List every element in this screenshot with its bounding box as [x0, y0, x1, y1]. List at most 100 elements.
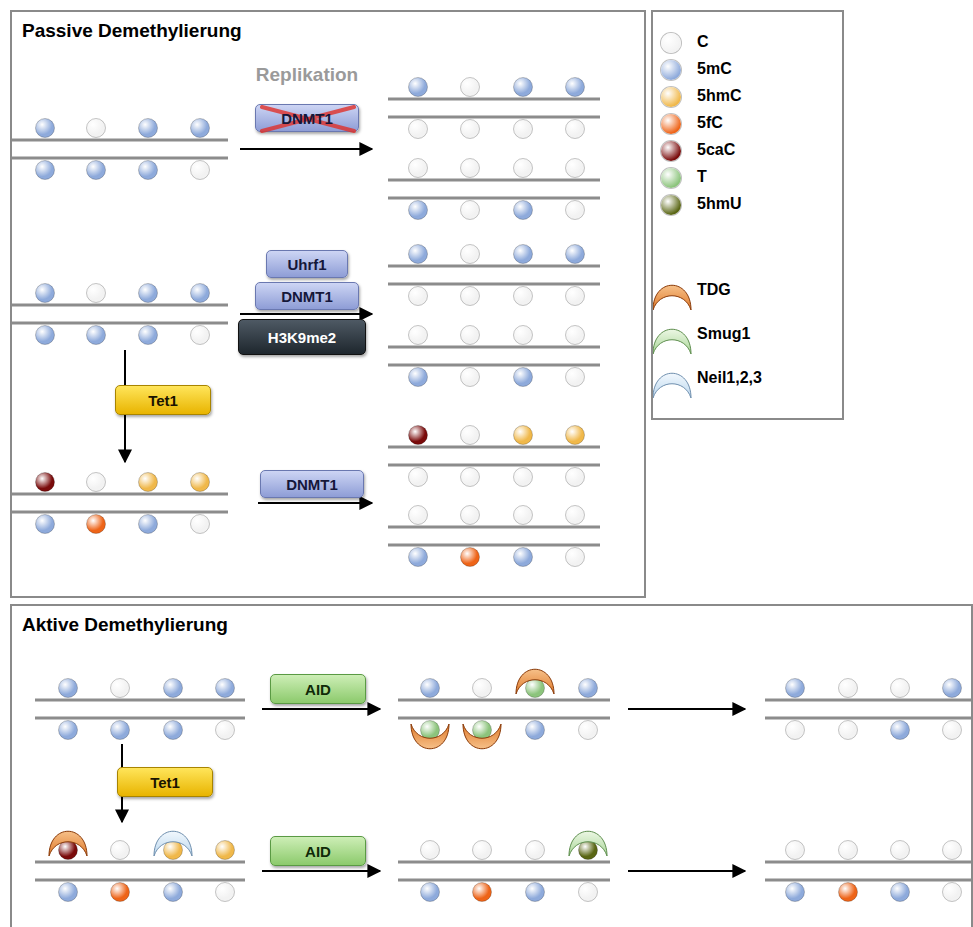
- dna-duplex: [12, 119, 228, 180]
- nucleotide-bead: [526, 721, 545, 740]
- nucleotide-bead: [409, 120, 428, 139]
- passive-panel: Passive DemethylierungDNMT1Uhrf1DNMT1H3K…: [10, 10, 646, 598]
- enzyme-cap: [463, 724, 501, 749]
- nucleotide-bead: [579, 721, 598, 740]
- nucleotide-bead: [514, 506, 533, 525]
- dna-strand: [388, 526, 600, 529]
- nucleotide-bead: [514, 287, 533, 306]
- enzyme-label: AID: [305, 843, 331, 860]
- nucleotide-bead: [139, 119, 158, 138]
- dna-duplex: [398, 669, 610, 749]
- nucleotide-bead: [891, 679, 910, 698]
- dna-strand: [398, 879, 610, 882]
- nucleotide-bead: [409, 201, 428, 220]
- dna-strand: [398, 717, 610, 720]
- nucleotide-bead: [111, 883, 130, 902]
- nucleotide-bead: [514, 120, 533, 139]
- nucleotide-bead: [566, 78, 585, 97]
- legend-text: Neil1,2,3: [697, 369, 762, 387]
- dna-strand: [765, 699, 973, 702]
- nucleotide-bead: [409, 287, 428, 306]
- legend-entry: Smug1: [653, 320, 842, 350]
- legend-swatch: [661, 33, 681, 53]
- nucleotide-bead: [514, 159, 533, 178]
- enzyme-box: AID: [270, 674, 366, 704]
- nucleotide-bead: [36, 326, 55, 345]
- dna-strand: [12, 157, 228, 160]
- nucleotide-bead: [461, 368, 480, 387]
- dna-strand: [765, 879, 973, 882]
- nucleotide-bead: [164, 883, 183, 902]
- enzyme-label: Tet1: [148, 392, 178, 409]
- dna-strand: [12, 139, 228, 142]
- panel-title: Passive Demethylierung: [22, 20, 242, 42]
- legend-entry: 5fC: [653, 109, 842, 139]
- nucleotide-bead: [87, 161, 106, 180]
- panel-title: Aktive Demethylierung: [22, 614, 228, 636]
- nucleotide-bead: [473, 679, 492, 698]
- nucleotide-bead: [409, 548, 428, 567]
- nucleotide-bead: [409, 468, 428, 487]
- nucleotide-bead: [191, 161, 210, 180]
- nucleotide-bead: [111, 841, 130, 860]
- nucleotide-bead: [36, 284, 55, 303]
- legend-entry: Neil1,2,3: [653, 364, 842, 394]
- nucleotide-bead: [943, 721, 962, 740]
- active-panel: Aktive DemethylierungAIDTet1AID: [10, 604, 973, 927]
- nucleotide-bead: [514, 245, 533, 264]
- nucleotide-bead: [891, 841, 910, 860]
- nucleotide-bead: [839, 721, 858, 740]
- legend-text: TDG: [697, 281, 731, 299]
- enzyme-label: AID: [305, 681, 331, 698]
- dna-duplex: [398, 831, 610, 901]
- nucleotide-bead: [409, 245, 428, 264]
- nucleotide-bead: [36, 473, 55, 492]
- nucleotide-bead: [786, 883, 805, 902]
- dna-strand: [765, 861, 973, 864]
- enzyme-box: DNMT1: [255, 282, 359, 310]
- legend-entry: 5caC: [653, 136, 842, 166]
- nucleotide-bead: [461, 201, 480, 220]
- legend-enzyme-icon: [653, 268, 693, 314]
- dna-strand: [12, 304, 228, 307]
- nucleotide-bead: [421, 841, 440, 860]
- nucleotide-bead: [943, 841, 962, 860]
- dna-strand: [388, 116, 600, 119]
- legend-text: 5mC: [697, 60, 732, 78]
- enzyme-label: H3K9me2: [268, 329, 336, 346]
- dna-duplex: [765, 841, 973, 902]
- dna-strand: [398, 861, 610, 864]
- enzyme-cap: [154, 831, 192, 856]
- nucleotide-bead: [526, 883, 545, 902]
- cross-stroke: [262, 107, 354, 131]
- dna-strand: [388, 446, 600, 449]
- dna-strand: [35, 717, 245, 720]
- nucleotide-bead: [514, 78, 533, 97]
- nucleotide-bead: [514, 468, 533, 487]
- enzyme-label: Tet1: [150, 774, 180, 791]
- nucleotide-bead: [139, 284, 158, 303]
- nucleotide-bead: [216, 679, 235, 698]
- legend-entry: TDG: [653, 276, 842, 306]
- enzyme-box: Tet1: [115, 385, 211, 415]
- nucleotide-bead: [36, 119, 55, 138]
- legend-text: T: [697, 168, 707, 186]
- nucleotide-bead: [216, 721, 235, 740]
- nucleotide-bead: [461, 78, 480, 97]
- nucleotide-bead: [87, 284, 106, 303]
- reaction-arrow: [258, 502, 372, 504]
- enzyme-box: AID: [270, 836, 366, 866]
- histone-mark-box: H3K9me2: [238, 319, 366, 355]
- dna-strand: [388, 283, 600, 286]
- nucleotide-bead: [164, 721, 183, 740]
- enzyme-cap: [569, 831, 607, 856]
- legend-swatch: [661, 168, 681, 188]
- nucleotide-bead: [786, 841, 805, 860]
- nucleotide-bead: [216, 883, 235, 902]
- nucleotide-bead: [59, 679, 78, 698]
- nucleotide-bead: [579, 883, 598, 902]
- dna-strand: [12, 322, 228, 325]
- nucleotide-bead: [191, 326, 210, 345]
- dna-strand: [398, 699, 610, 702]
- nucleotide-bead: [139, 326, 158, 345]
